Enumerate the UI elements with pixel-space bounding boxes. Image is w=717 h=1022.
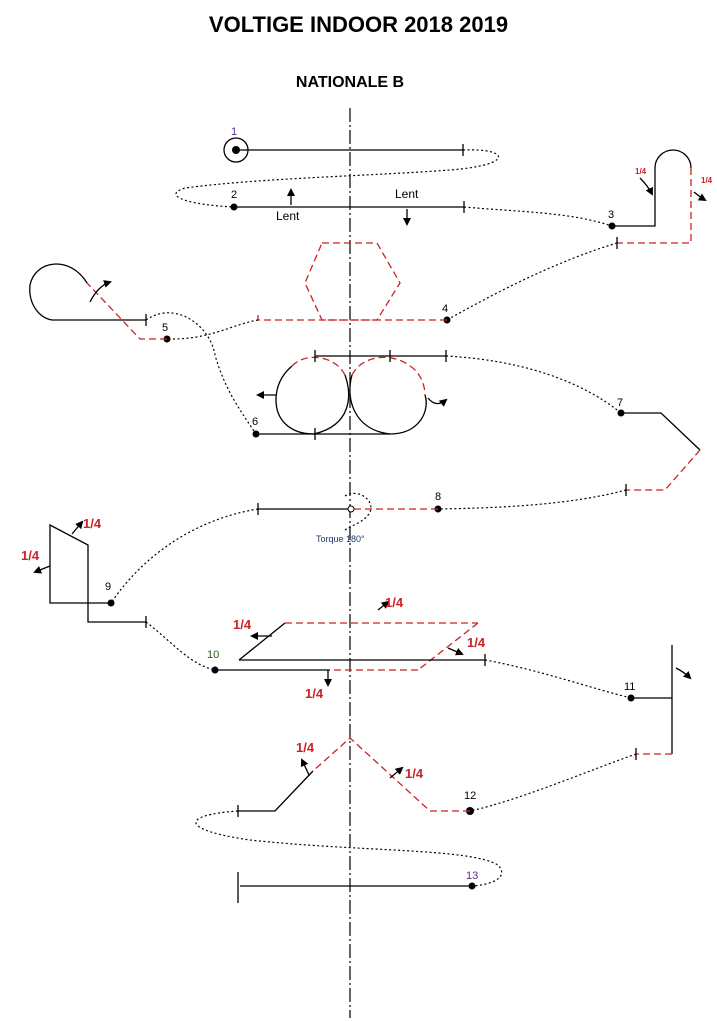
page-title: VOLTIGE INDOOR 2018 2019 bbox=[208, 12, 509, 37]
figure-number-2: 2 bbox=[231, 189, 237, 201]
figure-number-12: 12 bbox=[464, 790, 476, 802]
connector-1-2 bbox=[175, 149, 500, 208]
figure-number-11: 11 bbox=[624, 681, 635, 693]
connector-6-7 bbox=[445, 355, 622, 414]
lent-label-1: Lent bbox=[276, 209, 300, 223]
figure-13 bbox=[237, 872, 476, 903]
page-subtitle: NATIONALE B bbox=[295, 74, 405, 91]
quarter-roll-label-12a: 1/4 bbox=[296, 740, 315, 755]
connector-5-6 bbox=[145, 312, 257, 435]
figure-7 bbox=[617, 409, 701, 496]
torque-label: Torque 180° bbox=[316, 534, 365, 544]
figure-12 bbox=[237, 737, 474, 817]
connector-4-5 bbox=[166, 319, 259, 340]
figure-10 bbox=[211, 600, 486, 687]
figure-number-7: 7 bbox=[617, 397, 623, 409]
quarter-roll-label-10c: 1/4 bbox=[467, 635, 486, 650]
connector-2-3 bbox=[463, 206, 613, 227]
figure-3 bbox=[608, 149, 707, 249]
figure-number-1: 1 bbox=[231, 126, 237, 138]
figure-number-8: 8 bbox=[435, 491, 441, 503]
quarter-roll-label-9a: 1/4 bbox=[83, 516, 102, 531]
quarter-roll-label-10d: 1/4 bbox=[305, 686, 324, 701]
figure-number-10: 10 bbox=[207, 649, 219, 661]
figure-5 bbox=[29, 263, 171, 343]
figure-11 bbox=[627, 645, 692, 760]
figure-8 bbox=[257, 492, 442, 531]
connector-8-9 bbox=[110, 508, 259, 604]
quarter-roll-label-12b: 1/4 bbox=[405, 766, 424, 781]
connector-11-12 bbox=[469, 753, 637, 812]
figure-1 bbox=[223, 137, 464, 163]
figure-number-5: 5 bbox=[162, 322, 168, 334]
quarter-roll-label-10b: 1/4 bbox=[385, 595, 404, 610]
connector-9-10 bbox=[145, 621, 216, 671]
connector-12-13 bbox=[195, 810, 503, 887]
quarter-roll-label-9b: 1/4 bbox=[21, 548, 40, 563]
quarter-roll-label-3b: 1/4 bbox=[701, 176, 713, 185]
figure-6 bbox=[252, 350, 448, 440]
lent-label-2: Lent bbox=[395, 187, 419, 201]
figure-4 bbox=[257, 242, 451, 324]
quarter-roll-label-3a: 1/4 bbox=[635, 167, 647, 176]
figure-number-13: 13 bbox=[466, 870, 478, 882]
figure-number-3: 3 bbox=[608, 209, 614, 221]
figure-number-9: 9 bbox=[105, 581, 111, 593]
connector-7-8 bbox=[437, 489, 627, 510]
figure-9 bbox=[33, 520, 147, 628]
figure-2 bbox=[230, 188, 465, 226]
figure-number-6: 6 bbox=[252, 416, 258, 428]
figure-number-4: 4 bbox=[442, 303, 448, 315]
connector-3-4 bbox=[446, 242, 618, 321]
quarter-roll-label-10a: 1/4 bbox=[233, 617, 252, 632]
connector-10-11 bbox=[484, 659, 632, 699]
